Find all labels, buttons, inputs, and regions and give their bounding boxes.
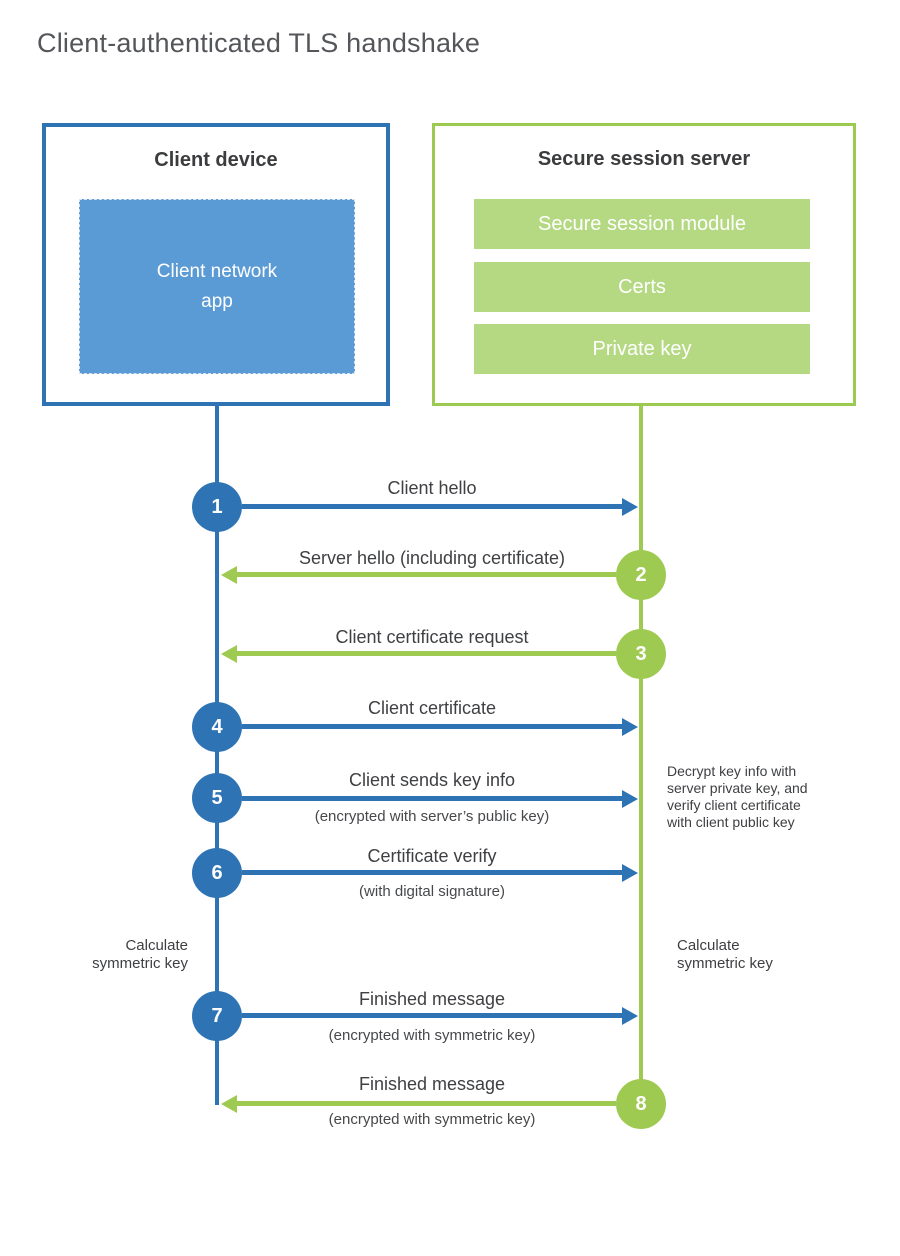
arrow-client-hello — [242, 504, 622, 509]
label-client-certificate-request: Client certificate request — [335, 627, 529, 647]
client-network-app-box: Client network app — [79, 199, 355, 374]
step-circle-1: 1 — [192, 482, 242, 532]
arrow-client-key-info — [242, 796, 622, 801]
step-number-7: 7 — [211, 1004, 223, 1027]
step-number-2: 2 — [635, 563, 647, 586]
step-circle-5: 5 — [192, 773, 242, 823]
sublabel-client-key-info: (encrypted with server’s public key) — [314, 808, 550, 825]
arrow-finished-message-server — [237, 1101, 616, 1106]
step-number-6: 6 — [211, 861, 223, 884]
step-circle-3: 3 — [616, 629, 666, 679]
client-lifeline — [215, 406, 219, 1105]
calculate-symmetric-key-server: Calculate symmetric key — [677, 937, 773, 972]
label-client-key-info: Client sends key info — [348, 770, 516, 790]
server-lifeline — [639, 406, 643, 1106]
server-module-certs-label: Certs — [618, 275, 666, 298]
label-client-hello: Client hello — [387, 478, 477, 498]
step-number-3: 3 — [635, 642, 647, 665]
arrow-certificate-verify — [242, 870, 622, 875]
arrow-client-certificate-request — [237, 651, 616, 656]
label-client-certificate: Client certificate — [367, 698, 497, 718]
sublabel-finished-message-client: (encrypted with symmetric key) — [328, 1027, 536, 1044]
arrow-client-certificate — [242, 724, 622, 729]
step-circle-4: 4 — [192, 702, 242, 752]
arrow-finished-message-client — [242, 1013, 622, 1018]
step-number-5: 5 — [211, 786, 223, 809]
step-circle-2: 2 — [616, 550, 666, 600]
step-circle-8: 8 — [616, 1079, 666, 1129]
server-module-certs: Certs — [474, 262, 810, 312]
step-circle-7: 7 — [192, 991, 242, 1041]
step-number-8: 8 — [635, 1092, 647, 1115]
step-circle-6: 6 — [192, 848, 242, 898]
decrypt-key-note: Decrypt key info with server private key… — [667, 763, 808, 830]
page-title: Client-authenticated TLS handshake — [37, 28, 481, 58]
server-module-private-key-label: Private key — [592, 337, 692, 360]
server-module-secure-session: Secure session module — [474, 199, 810, 249]
server-module-private-key: Private key — [474, 324, 810, 374]
secure-session-server-title: Secure session server — [537, 148, 751, 170]
step-number-1: 1 — [211, 495, 223, 518]
label-server-hello: Server hello (including certificate) — [298, 548, 566, 568]
calculate-symmetric-key-client: Calculate symmetric key — [92, 937, 188, 972]
label-finished-message-client: Finished message — [358, 989, 506, 1009]
label-certificate-verify: Certificate verify — [367, 846, 497, 866]
server-module-secure-session-label: Secure session module — [538, 212, 746, 235]
arrow-server-hello — [237, 572, 616, 577]
step-number-4: 4 — [211, 715, 223, 738]
client-network-app-label: Client network app — [156, 261, 278, 312]
label-finished-message-server: Finished message — [358, 1074, 506, 1094]
client-device-title: Client device — [154, 149, 278, 171]
sublabel-finished-message-server: (encrypted with symmetric key) — [328, 1111, 536, 1128]
sublabel-certificate-verify: (with digital signature) — [359, 883, 505, 900]
